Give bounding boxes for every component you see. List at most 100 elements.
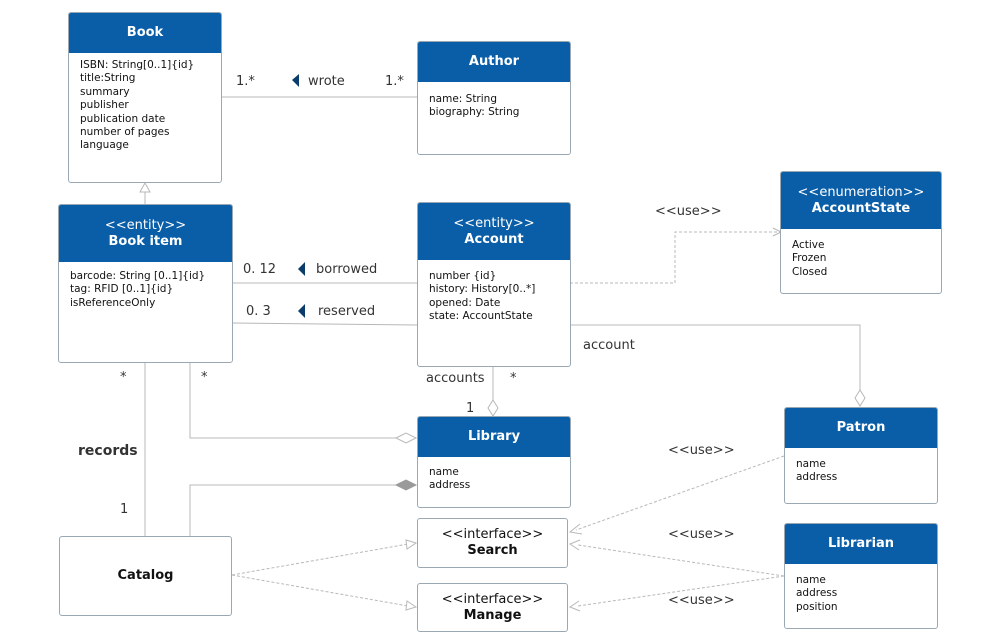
attribute: name (796, 458, 826, 470)
catalog-manage-line (231, 574, 409, 607)
class-author[interactable]: Author name: String biography: String (417, 41, 571, 155)
stereotype: <<enumeration>> (797, 184, 925, 200)
attribute: history: History[0..*] (429, 283, 536, 296)
class-account-state[interactable]: <<enumeration>> AccountState Active Froz… (780, 171, 942, 294)
attribute: position (796, 600, 838, 613)
wrote-label: wrote (308, 74, 345, 89)
class-name: Book item (108, 233, 183, 249)
attribute: name (429, 466, 459, 478)
class-library-header: Library (418, 417, 570, 457)
accounts-multiplicity: * (510, 371, 517, 386)
wrote-multiplicity-left: 1.* (236, 74, 255, 89)
enum-literal: Frozen (792, 252, 827, 265)
reserved-direction-icon (298, 304, 305, 318)
librarian-search-line (577, 544, 785, 577)
stereotype: <<interface>> (441, 591, 544, 607)
bookitem-library-multiplicity: * (201, 370, 208, 385)
librarian-search-arrowhead (568, 539, 581, 551)
class-attributes: name: String biography: String (418, 82, 570, 120)
attribute: title:String (80, 72, 136, 85)
class-attributes: name address position (785, 564, 937, 614)
class-attributes: name address (785, 448, 937, 485)
use-librarian-search-label: <<use>> (668, 527, 735, 542)
class-name: Library (467, 429, 521, 444)
attribute: biography: String (429, 106, 520, 119)
use-account-state-line (570, 231, 780, 284)
librarian-manage-arrowhead (568, 600, 581, 612)
class-attributes: number {id} history: History[0..*] opene… (418, 260, 570, 324)
class-name: Catalog (117, 568, 174, 583)
enum-literal: Active (792, 239, 825, 251)
class-book-item[interactable]: <<entity>> Book item barcode: String [0.… (58, 204, 233, 363)
class-author-header: Author (418, 42, 570, 82)
use-patron-label: <<use>> (668, 443, 735, 458)
interface-manage[interactable]: <<interface>> Manage (417, 583, 568, 632)
wrote-direction-icon (292, 74, 299, 87)
attribute: publisher (80, 99, 129, 112)
class-account[interactable]: <<entity>> Account number {id} history: … (417, 202, 571, 367)
bookitem-aggregation-diamond (394, 432, 418, 444)
class-name: AccountState (811, 200, 911, 216)
patron-search-line (575, 455, 785, 531)
class-name: Author (468, 54, 520, 69)
bookitem-records-multiplicity: * (120, 370, 127, 385)
attribute: number {id} (429, 270, 497, 282)
generalization-arrowhead (139, 181, 151, 193)
catalog-composition-diamond (394, 479, 418, 491)
attribute: opened: Date (429, 296, 501, 309)
attribute: tag: RFID [0..1]{id} (70, 283, 174, 296)
interface-search[interactable]: <<interface>> Search (417, 518, 568, 568)
borrowed-label: borrowed (316, 262, 378, 277)
interface-name: Manage (463, 607, 522, 623)
borrowed-multiplicity: 0. 12 (243, 262, 277, 277)
account-role-label: account (583, 338, 635, 353)
class-book-header: Book (69, 13, 221, 53)
attribute: address (429, 479, 471, 492)
search-realization-arrowhead (405, 539, 418, 550)
catalog-library-line (189, 484, 396, 536)
account-patron-line (570, 324, 861, 390)
attribute: address (796, 471, 838, 484)
attribute: publication date (80, 112, 166, 125)
class-account-header: <<entity>> Account (418, 203, 570, 260)
attribute: summary (80, 85, 130, 98)
accounts-role-label: accounts (426, 371, 485, 386)
attribute: address (796, 587, 838, 600)
wrote-multiplicity-right: 1.* (385, 74, 404, 89)
class-patron[interactable]: Patron name address (784, 407, 938, 504)
reserved-line (232, 322, 419, 326)
class-catalog[interactable]: Catalog (59, 536, 232, 616)
bookitem-library-line (189, 363, 396, 439)
enum-literals: Active Frozen Closed (781, 229, 941, 279)
patron-aggregation-diamond (854, 389, 866, 407)
attribute: ISBN: String[0..1]{id} (80, 59, 195, 71)
records-multiplicity: 1 (120, 502, 129, 517)
stereotype: <<interface>> (441, 527, 544, 542)
attribute: name (796, 574, 826, 586)
stereotype: <<entity>> (104, 217, 187, 233)
attribute: isReferenceOnly (70, 296, 156, 309)
library-aggregation-diamond (487, 399, 499, 417)
patron-use-arrowhead (568, 523, 583, 535)
use-account-state-label: <<use>> (655, 204, 722, 219)
class-book-item-header: <<entity>> Book item (59, 205, 232, 262)
catalog-search-line (231, 543, 409, 576)
class-name: Account (464, 231, 524, 247)
enum-literal: Closed (792, 265, 828, 278)
class-librarian-header: Librarian (785, 524, 937, 564)
class-book[interactable]: Book ISBN: String[0..1]{id} title:String… (68, 12, 222, 183)
library-multiplicity: 1 (466, 401, 475, 416)
class-name: Book (126, 25, 164, 40)
class-patron-header: Patron (785, 408, 937, 448)
class-attributes: barcode: String [0..1]{id} tag: RFID [0.… (59, 262, 232, 310)
class-library[interactable]: Library name address (417, 416, 571, 508)
reserved-label: reserved (318, 304, 376, 319)
class-name: Librarian (827, 536, 895, 551)
attribute: number of pages (80, 126, 170, 139)
attribute: language (80, 139, 129, 152)
manage-realization-arrowhead (405, 600, 418, 611)
reserved-multiplicity: 0. 3 (246, 304, 271, 319)
class-librarian[interactable]: Librarian name address position (784, 523, 938, 629)
class-attributes: name address (418, 457, 570, 493)
